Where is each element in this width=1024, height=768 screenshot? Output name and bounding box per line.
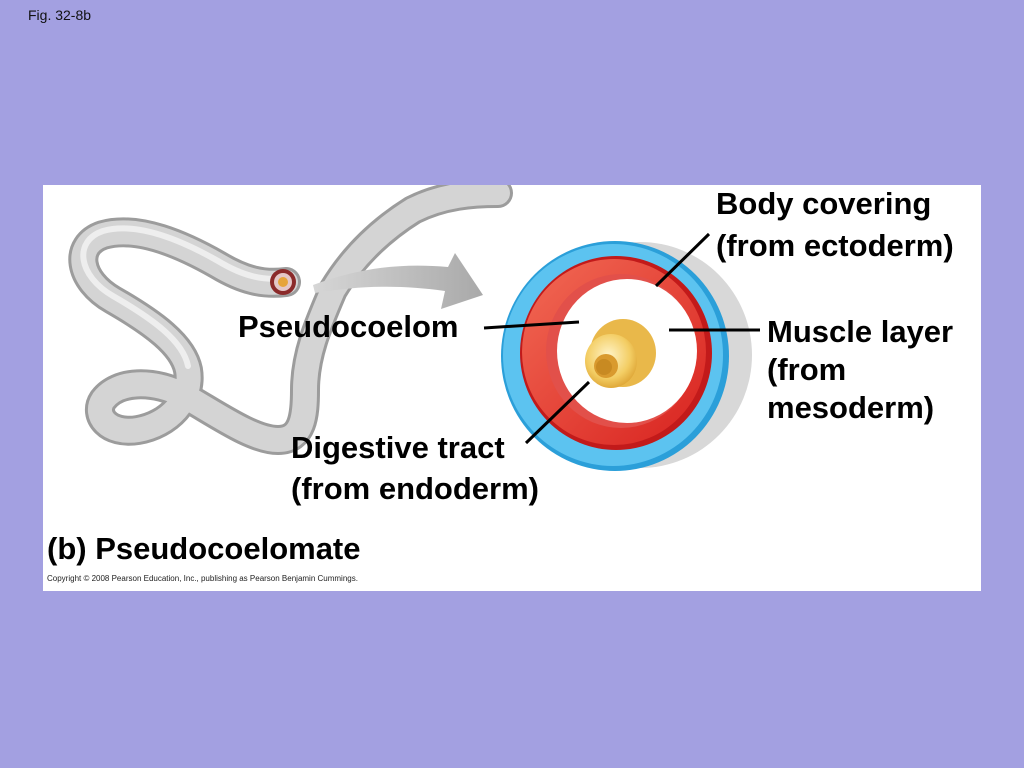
magnify-arrow: [313, 253, 483, 309]
panel-title: (b) Pseudocoelomate: [47, 531, 361, 566]
digestive-tract-label: Digestive tract (from endoderm): [291, 430, 539, 506]
pseudocoelomate-illustration: [68, 185, 760, 471]
diagram-panel: Body covering (from ectoderm) Pseudocoel…: [43, 185, 981, 591]
figure-label: Fig. 32-8b: [28, 7, 92, 23]
copyright-notice: Copyright © 2008 Pearson Education, Inc.…: [47, 574, 358, 583]
cross-section: [501, 241, 752, 471]
worm-cross-section-end: [270, 269, 296, 295]
muscle-layer-label: Muscle layer (from mesoderm): [767, 314, 954, 425]
leader-lines: [483, 232, 760, 445]
pseudocoelom-label: Pseudocoelom: [238, 309, 459, 344]
body-covering-label: Body covering (from ectoderm): [716, 186, 954, 263]
